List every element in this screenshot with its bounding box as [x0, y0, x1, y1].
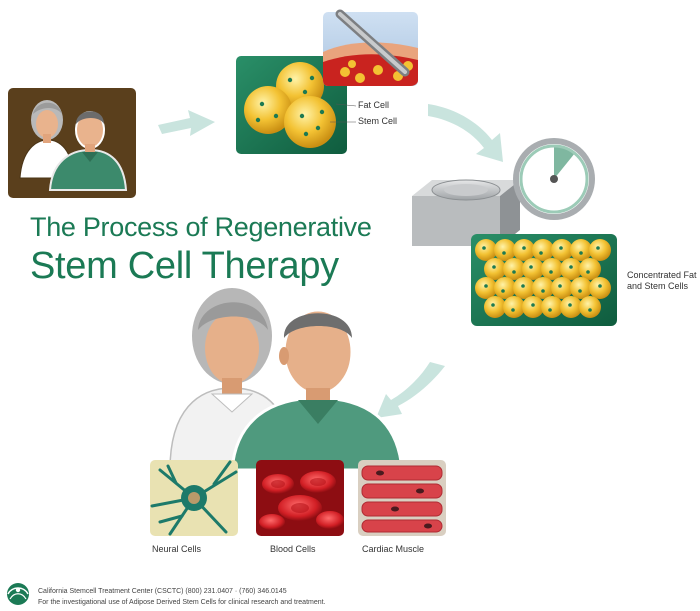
man-avatar-small: [48, 111, 128, 191]
csctc-logo: [7, 583, 29, 605]
stem-cell-dot: [512, 270, 516, 274]
man-avatar-large: [230, 308, 404, 472]
stem-cell-dot: [492, 265, 496, 269]
stem-cell-dot: [491, 303, 495, 307]
stem-cell-dot: [522, 246, 526, 250]
concentrated-fat-cell: [589, 239, 611, 261]
stem-cell-dot: [578, 289, 582, 293]
stem-cell-dot: [598, 284, 602, 288]
stem-cell-dot: [539, 251, 543, 255]
concentrated-fat-cell: [503, 296, 525, 318]
stem-cell-dot: [541, 289, 545, 293]
concentrated-fat-cell: [503, 258, 525, 280]
stem-cell-dot: [569, 265, 573, 269]
flow-arrow-2: [428, 104, 503, 162]
concentrated-cells-label: Concentrated Fat and Stem Cells: [627, 270, 697, 291]
stem-cell-dot: [596, 246, 600, 250]
concentrated-fat-cell: [551, 277, 573, 299]
centrifuge-icon: [412, 179, 520, 246]
stem-cell-dot: [482, 246, 486, 250]
concentrated-fat-cell: [522, 258, 544, 280]
patient-tile: [8, 88, 136, 198]
stem-cell-dot: [484, 284, 488, 288]
stem-cell-dot: [549, 270, 553, 274]
concentrated-fat-cell: [513, 277, 535, 299]
neural-cells-tile: [150, 460, 238, 536]
concentrated-fat-cell: [551, 239, 573, 261]
concentrated-fat-cell: [494, 277, 516, 299]
flow-arrow-3: [376, 362, 445, 418]
stem-cell-dot: [586, 270, 590, 274]
stem-cell-dot: [568, 303, 572, 307]
stem-cell-label: Stem Cell: [358, 116, 398, 126]
stem-cell-dot: [502, 251, 506, 255]
diagram-title-line1: The Process of Regenerative: [30, 212, 372, 242]
timer-icon: [513, 138, 595, 220]
concentrated-fat-cell: [579, 258, 601, 280]
concentrated-fat-cell: [484, 258, 506, 280]
concentrated-fat-cell: [579, 296, 601, 318]
concentrated-cells-tile: [471, 234, 617, 326]
concentrated-fat-cell: [541, 296, 563, 318]
stem-cell-dot: [521, 284, 525, 288]
cardiac-muscle-tile: [358, 460, 446, 536]
concentrated-fat-cell: [532, 239, 554, 261]
concentrated-fat-cell: [513, 239, 535, 261]
concentrated-fat-cell: [570, 239, 592, 261]
blood-cells-tile: [256, 460, 344, 536]
concentrated-fat-cell: [522, 296, 544, 318]
diagram-title-line2: Stem Cell Therapy: [30, 245, 339, 287]
patient-large: [169, 288, 404, 472]
concentrated-fat-cell: [484, 296, 506, 318]
concentrated-fat-cell: [541, 258, 563, 280]
stem-cell-dot: [501, 289, 505, 293]
concentrated-fat-cell: [475, 277, 497, 299]
stem-cell-dot: [529, 265, 533, 269]
flow-arrow-1: [158, 110, 215, 136]
stem-cell-dot: [558, 284, 562, 288]
concentrated-fat-cell: [570, 277, 592, 299]
concentrated-fat-cell: [589, 277, 611, 299]
fat-cell-tile: [236, 56, 357, 154]
stem-cell-dot: [588, 308, 592, 312]
cardiac-muscle-label: Cardiac Muscle: [362, 544, 425, 554]
concentrated-fat-cell: [475, 239, 497, 261]
stem-cell-dot: [548, 308, 552, 312]
stem-cell-dot: [531, 303, 535, 307]
concentrated-fat-cell: [494, 239, 516, 261]
stem-cell-dot: [559, 246, 563, 250]
liposuction-tile: [323, 9, 418, 86]
stem-cell-dot: [579, 251, 583, 255]
footer-disclaimer: For the investigational use of Adipose D…: [38, 599, 326, 606]
footer-contact: California Stemcell Treatment Center (CS…: [38, 588, 287, 595]
blood-cells-label: Blood Cells: [270, 544, 316, 554]
concentrated-fat-cell: [560, 296, 582, 318]
concentrated-fat-cell: [532, 277, 554, 299]
fat-cell-label: Fat Cell: [358, 100, 390, 110]
stem-cell-dot: [511, 308, 515, 312]
concentrated-fat-cell: [560, 258, 582, 280]
neural-cells-label: Neural Cells: [152, 544, 202, 554]
